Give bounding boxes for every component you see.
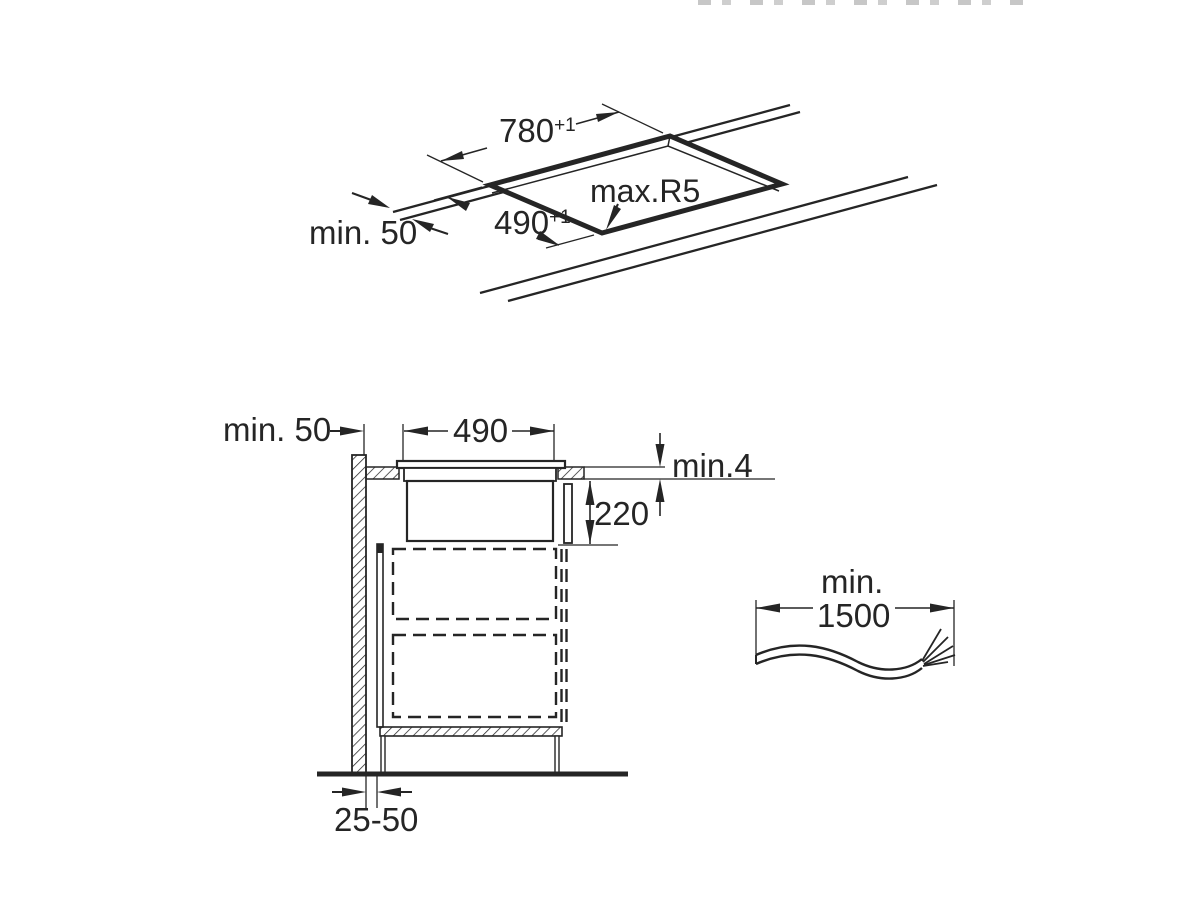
worktop-section-left	[365, 466, 400, 480]
plinth-gap-label: 25-50	[334, 801, 419, 838]
cable-detail	[755, 600, 956, 680]
isometric-cutout-view	[351, 103, 938, 303]
cutout-corner-tick	[667, 135, 671, 147]
iso-clearance-label: min. 50	[309, 214, 418, 251]
dim-25-50	[332, 776, 412, 808]
cabinet-bottom-shelf	[379, 726, 563, 737]
drawer-outlines	[391, 547, 568, 727]
wall-clearance-arrow	[330, 426, 364, 436]
dim-490-section	[402, 424, 555, 460]
mains-cable	[755, 644, 923, 680]
rear-clearance-arrows	[351, 192, 449, 235]
dim-220	[558, 481, 618, 546]
wall-section	[351, 454, 367, 774]
worktop-front-edge	[479, 175, 938, 303]
cabinet-leg-left	[380, 735, 386, 775]
dim-490-iso-label: 490+1	[494, 204, 571, 241]
corner-radius-label: max.R5	[590, 173, 701, 209]
cable-length-label: 1500	[817, 597, 891, 634]
dim-780	[426, 103, 664, 183]
cabinet-side-panel	[376, 543, 384, 728]
cable-wire-ends	[921, 628, 956, 667]
dim-490-iso	[433, 186, 595, 249]
dim-1500	[756, 603, 954, 613]
surface-gap-label: min.4	[672, 447, 753, 484]
cutout-outline	[482, 133, 790, 236]
worktop-section-right	[557, 466, 585, 480]
hob-body	[405, 479, 555, 543]
cabinet-leg-right	[554, 735, 560, 775]
corner-radius-arrow	[606, 203, 621, 230]
cable-min-label: min.	[821, 563, 884, 600]
cropped-text-fragment	[698, 0, 1034, 5]
section-clearance-label: min. 50	[223, 411, 332, 448]
dim-780-label: 780+1	[499, 112, 576, 149]
hob-glass-top	[395, 459, 567, 470]
rear-spacer	[563, 483, 573, 544]
dim-490-section-label: 490	[453, 412, 509, 449]
cabinet-side-panel-cap	[377, 544, 383, 553]
section-view	[317, 424, 775, 808]
surface-gap-arrows	[655, 433, 665, 516]
hob-flange	[403, 467, 557, 482]
dim-220-label: 220	[594, 495, 650, 532]
